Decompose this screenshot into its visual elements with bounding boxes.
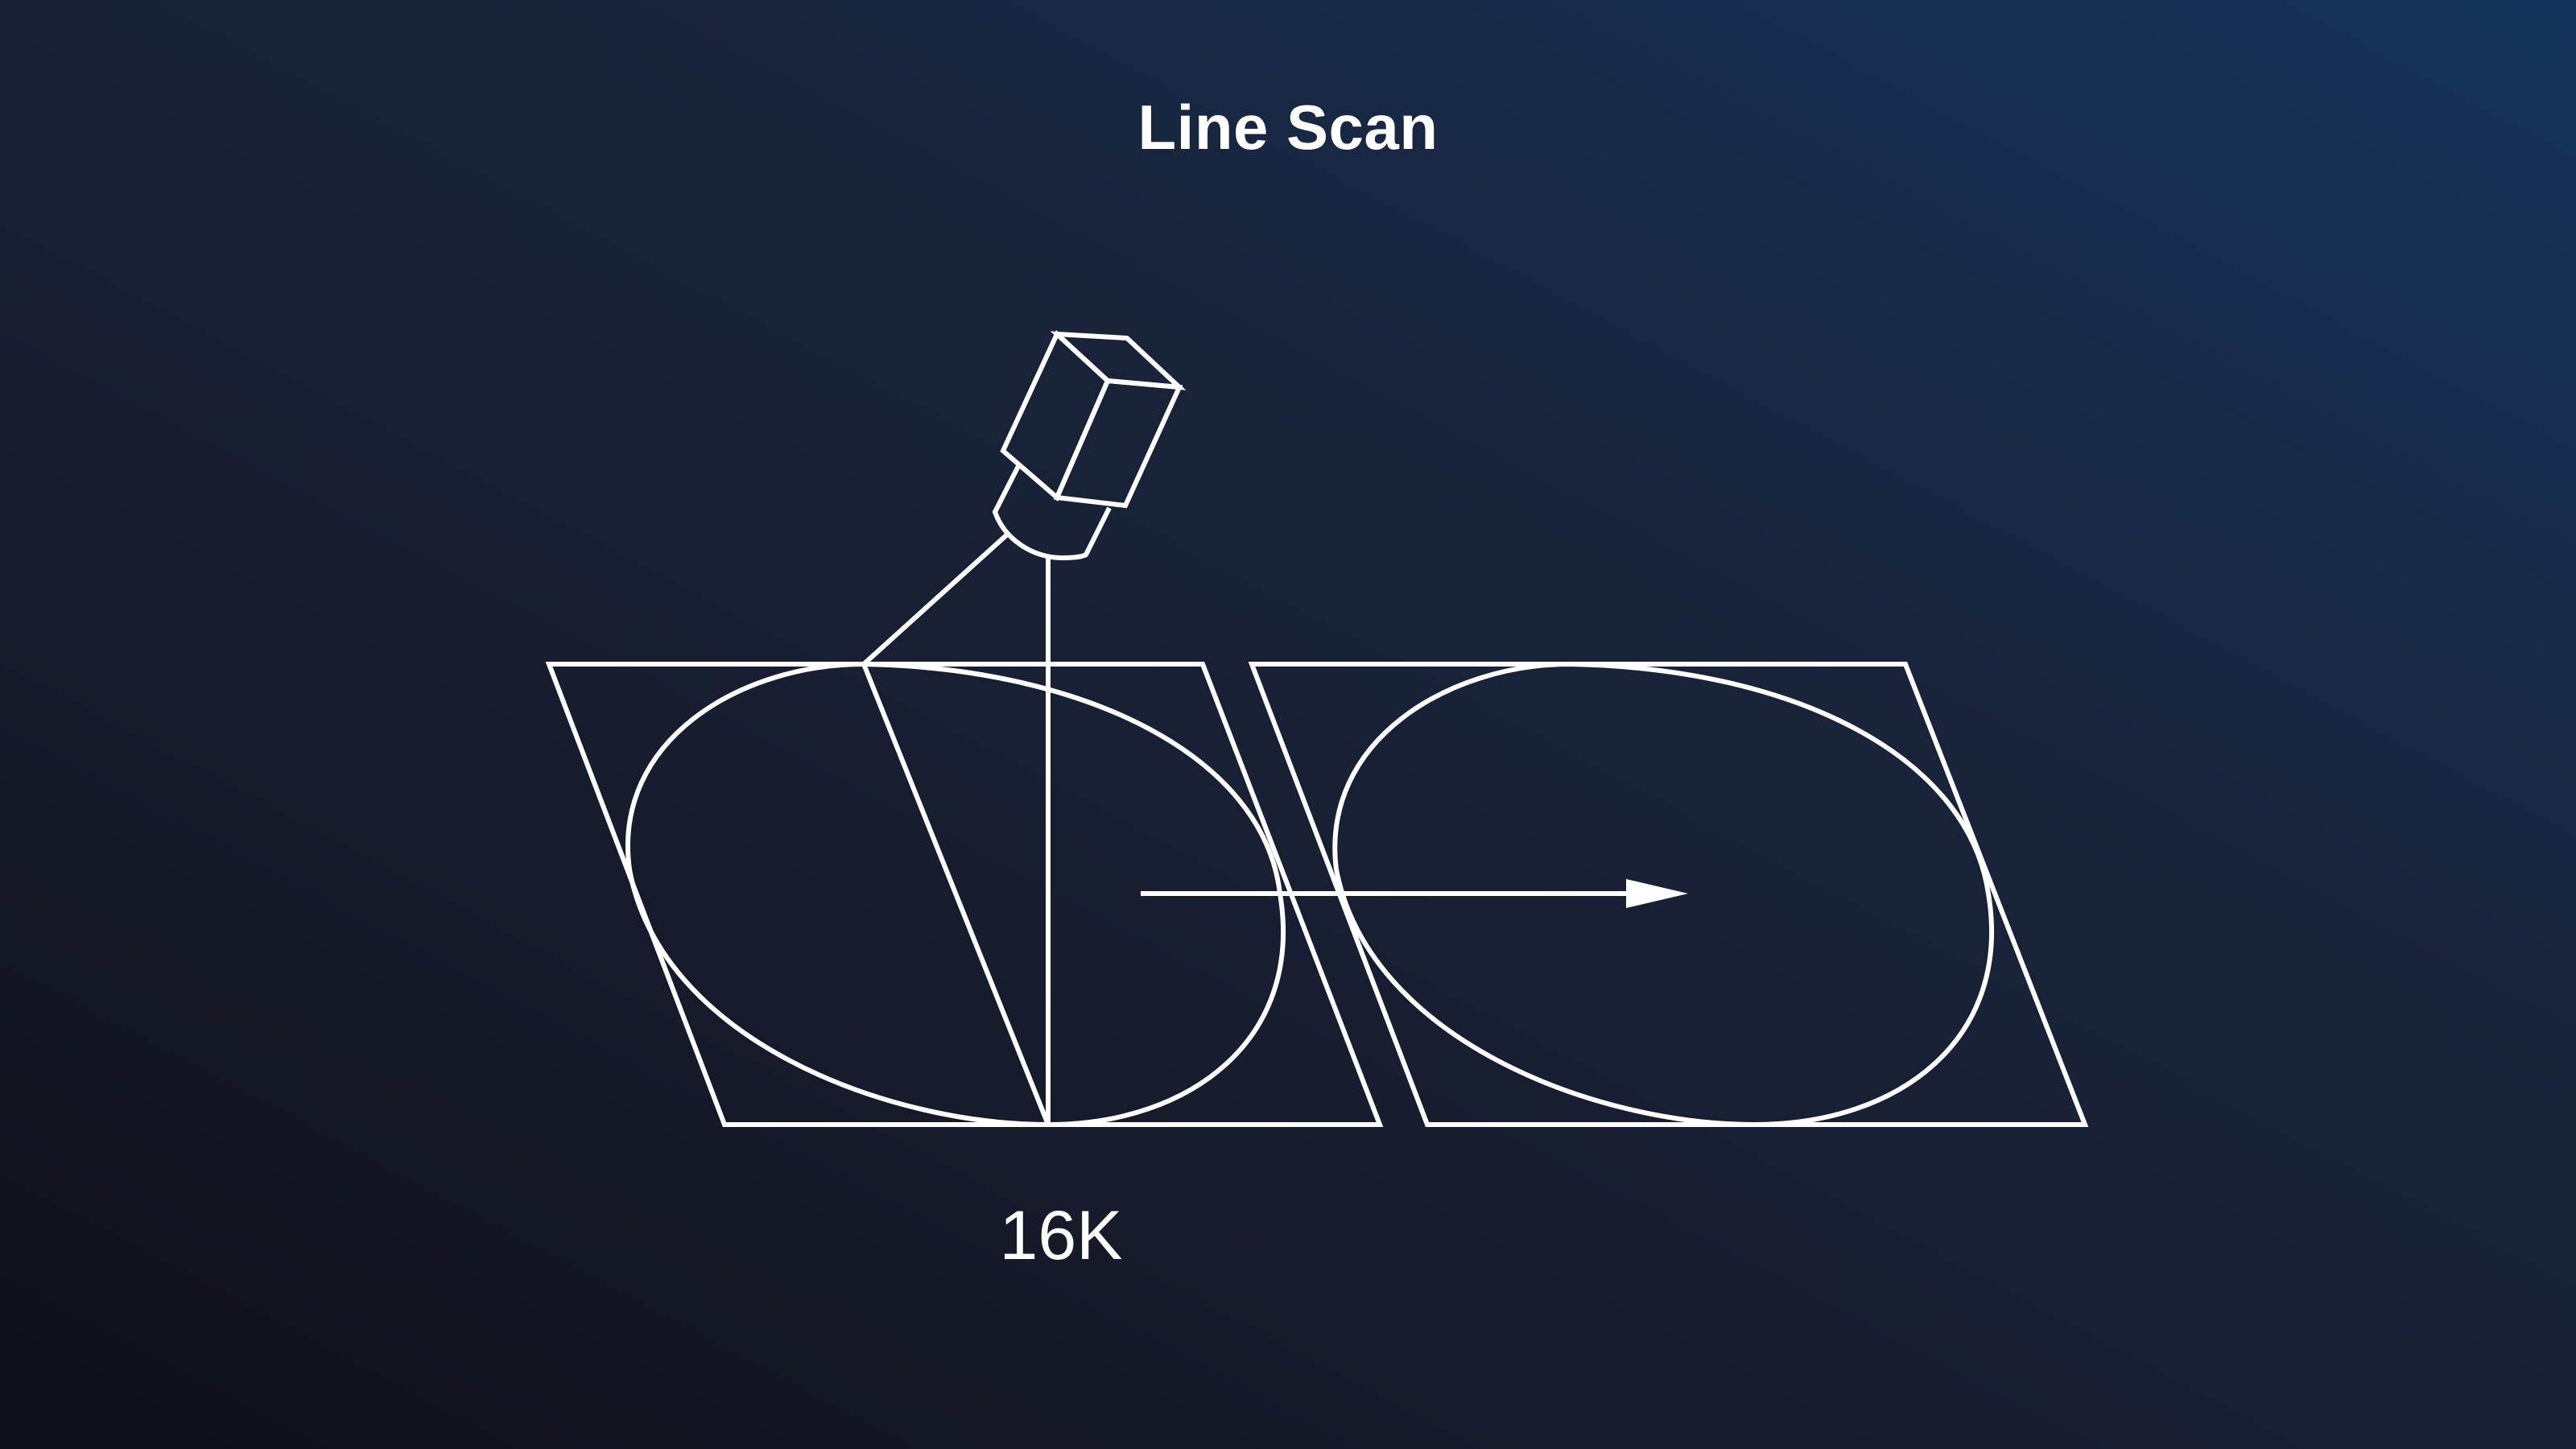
motion-arrow-icon xyxy=(1141,879,1688,908)
parallelogram-left xyxy=(545,662,1384,1127)
page-title: Line Scan xyxy=(1137,92,1439,163)
field-of-view-line xyxy=(861,533,1051,1126)
ellipse-right xyxy=(1332,661,1995,1128)
resolution-label: 16K xyxy=(999,1197,1123,1274)
parallelogram-right xyxy=(1248,662,2089,1127)
object-frame-right xyxy=(1248,661,2089,1128)
line-scan-camera-icon xyxy=(992,330,1187,561)
